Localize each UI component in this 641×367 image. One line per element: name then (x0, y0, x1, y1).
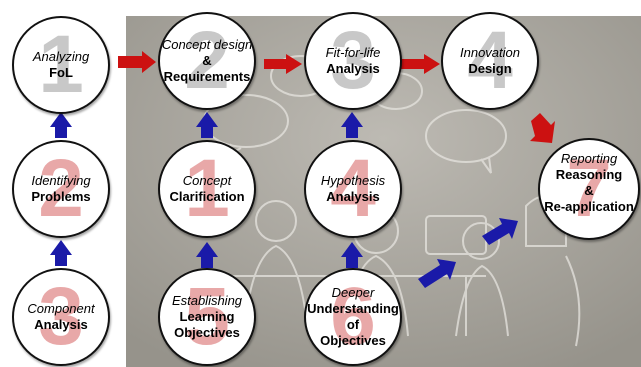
node-italic-label: Identifying (31, 173, 91, 188)
node-component-analysis: 3 Component Analysis (12, 268, 110, 366)
node-bold-label: Objectives (174, 325, 240, 340)
step-number: 3 (38, 271, 84, 362)
step-number: 5 (184, 271, 230, 362)
node-establishing-objectives: 5 Establishing Learning Objectives (158, 268, 256, 366)
node-concept-design: 2 Concept design & Requirements (158, 12, 256, 110)
node-bold-label: Clarification (169, 189, 245, 204)
node-italic-label: Concept design (161, 37, 253, 52)
node-italic-label: Hypothesis (320, 173, 386, 188)
node-concept-clarification: 1 Concept Clarification (158, 140, 256, 238)
node-reporting: 7 Reporting Reasoning & Re-application (538, 138, 640, 240)
node-bold-label: Understanding (307, 301, 399, 316)
node-fit-for-life: 3 Fit-for-life Analysis (304, 12, 402, 110)
node-italic-label: Fit-for-life (325, 45, 381, 60)
node-bold-label: Learning (179, 309, 235, 324)
blue-arrow-col1-top (50, 112, 72, 138)
step-number: 7 (566, 143, 612, 234)
step-number: 4 (330, 143, 376, 234)
node-italic-label: Innovation (460, 45, 520, 60)
node-deeper-understanding: 6 Deeper Understanding of Objectives (304, 268, 402, 366)
step-number: 1 (38, 19, 84, 110)
node-bold-label: & (584, 183, 594, 198)
node-italic-label: Deeper (331, 285, 375, 300)
node-bold-label: Analysis (326, 189, 380, 204)
node-bold-label: Re-application (544, 199, 634, 214)
step-number: 2 (184, 15, 230, 106)
node-bold-label: Reasoning (555, 167, 623, 182)
node-italic-label: Analyzing (32, 49, 90, 64)
node-bold-label: FoL (49, 65, 73, 80)
node-bold-label: Analysis (326, 61, 380, 76)
node-bold-label: & (202, 53, 212, 68)
node-italic-label: Reporting (560, 151, 618, 166)
node-bold-label: Design (468, 61, 512, 76)
step-number: 6 (330, 271, 376, 362)
node-italic-label: Component (27, 301, 95, 316)
node-bold-label: Objectives (320, 333, 386, 348)
step-number: 2 (38, 143, 84, 234)
node-bold-label: Problems (31, 189, 91, 204)
step-number: 3 (330, 15, 376, 106)
node-italic-label: Concept (182, 173, 232, 188)
node-hypothesis-analysis: 4 Hypothesis Analysis (304, 140, 402, 238)
node-bold-label: Requirements (163, 69, 251, 84)
step-number: 1 (184, 143, 230, 234)
node-innovation-design: 4 Innovation Design (441, 12, 539, 110)
node-bold-label: Analysis (34, 317, 88, 332)
node-italic-label: Establishing (171, 293, 243, 308)
node-analyzing-fol: 1 Analyzing FoL (12, 16, 110, 114)
node-identifying-problems: 2 Identifying Problems (12, 140, 110, 238)
step-number: 4 (467, 15, 513, 106)
node-bold-label: of (346, 317, 360, 332)
blue-arrow-col1-bottom (50, 240, 72, 266)
